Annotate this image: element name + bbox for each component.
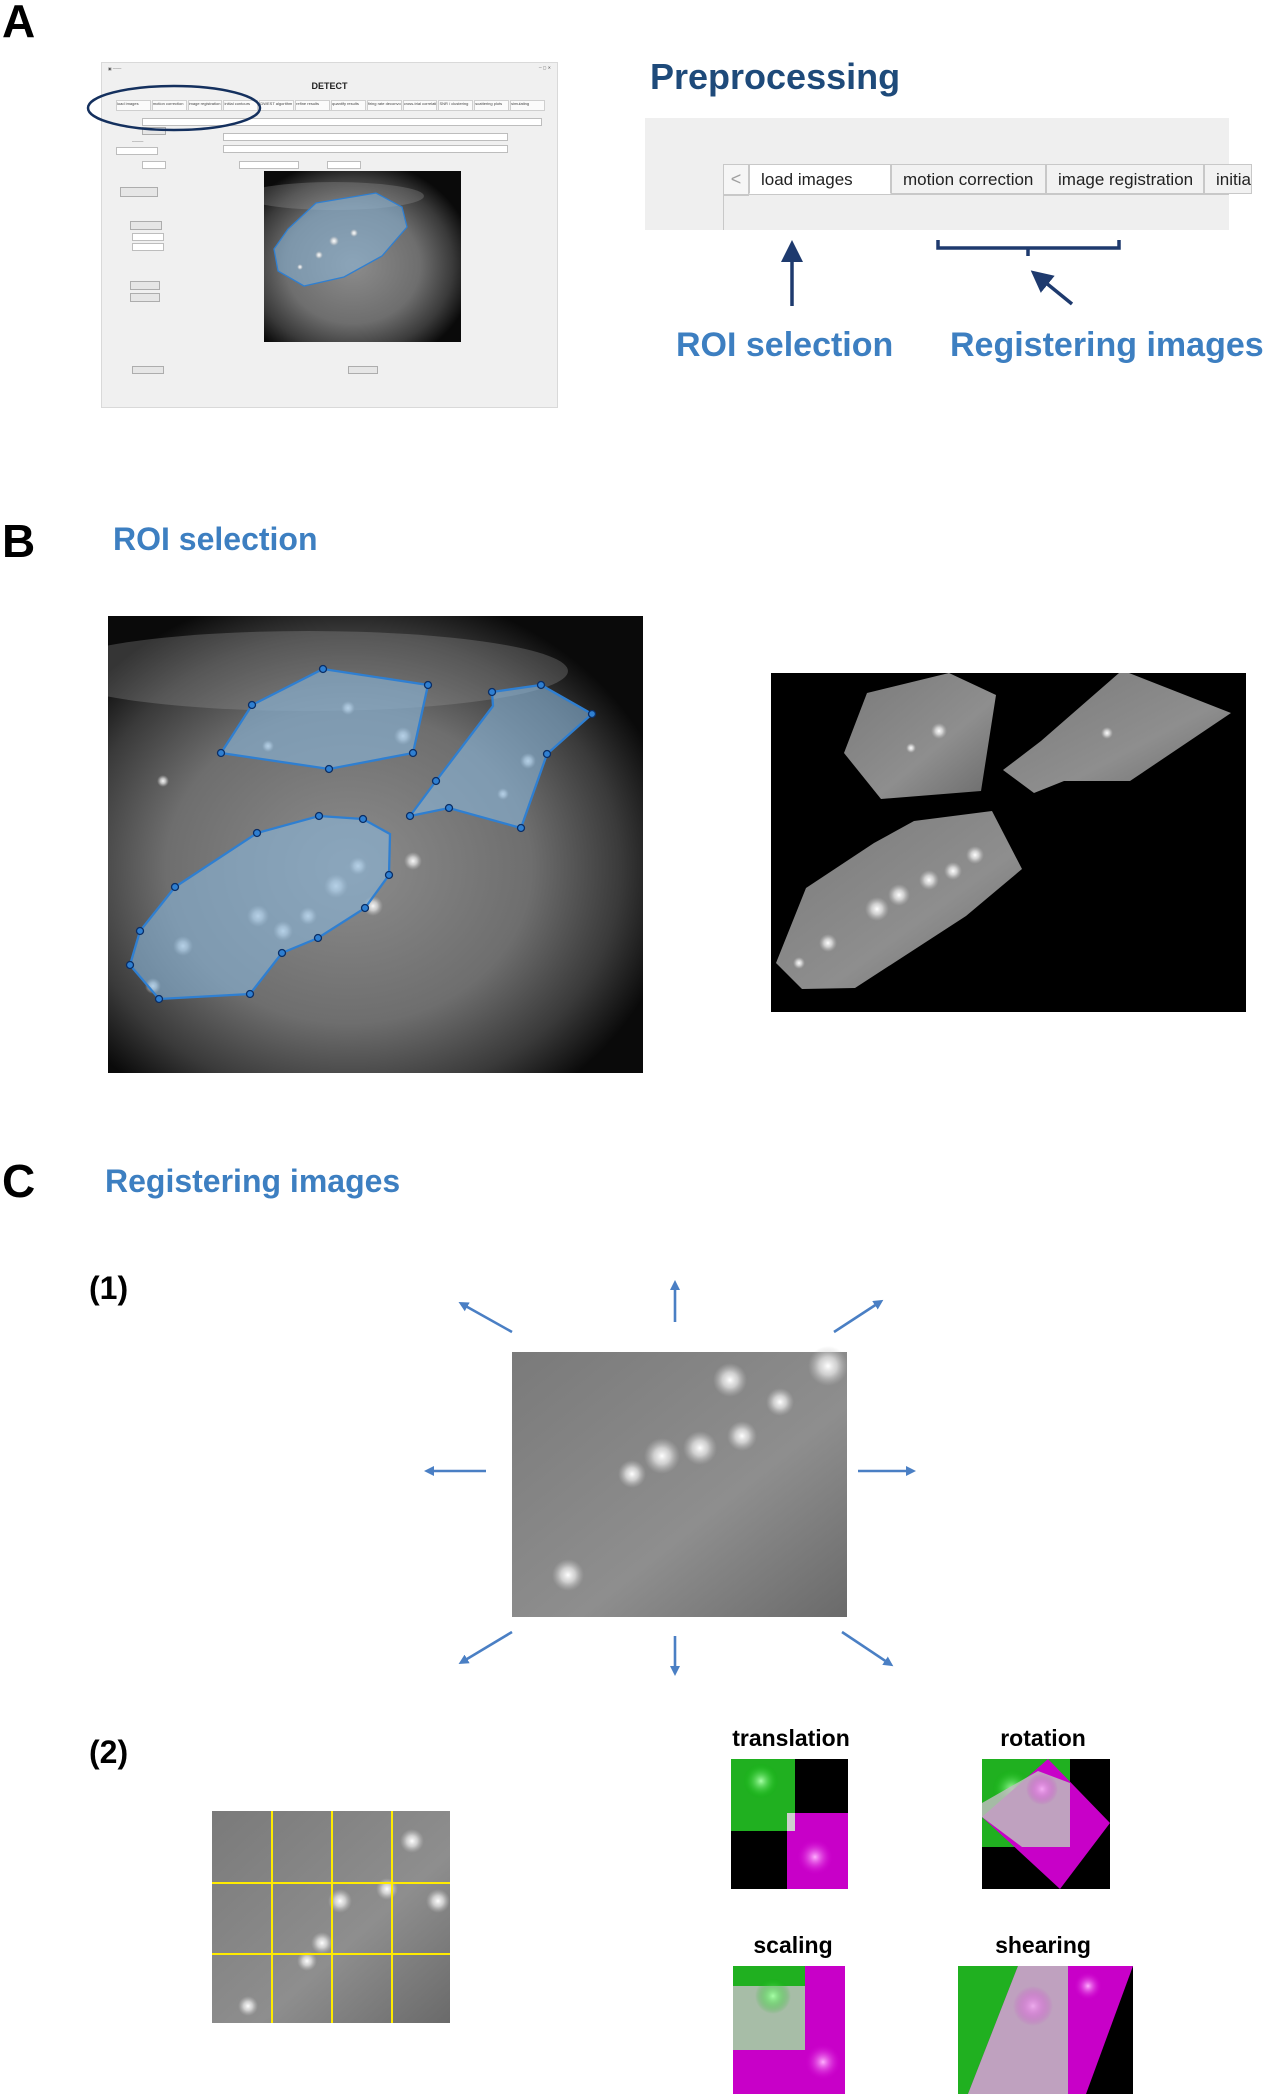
gui-tab: DWEST algorithm xyxy=(259,100,295,111)
arrow-down-left-icon xyxy=(458,1630,513,1665)
gui-path-field xyxy=(142,118,542,126)
translation-overlay xyxy=(731,1759,848,1889)
preprocessing-heading: Preprocessing xyxy=(650,56,901,97)
gui-tab: simulating xyxy=(510,100,545,111)
registering-images-label: Registering images xyxy=(950,326,1264,364)
panel-letter-b: B xyxy=(2,515,36,567)
step-2-label: (2) xyxy=(89,1734,129,1770)
transform-label-scaling: scaling xyxy=(753,1932,833,1958)
tab-initial: initial xyxy=(1204,164,1252,194)
tab-motion-correction: motion correction xyxy=(891,164,1046,194)
gui-adjust-contrast-button xyxy=(130,221,162,230)
yellow-grid-lines xyxy=(212,1811,450,2023)
rotation-overlay xyxy=(982,1759,1110,1889)
tab-content-edge xyxy=(723,194,724,230)
gui-add-roi-button xyxy=(130,281,160,290)
transform-label-rotation: rotation xyxy=(1000,1725,1086,1751)
step-1-label: (1) xyxy=(89,1270,129,1306)
masked-cell-bodies xyxy=(793,723,1113,969)
tab-image-registration: image registration xyxy=(1046,164,1204,194)
roi-polygon-bottom xyxy=(128,814,392,1001)
gui-min-field xyxy=(132,233,164,241)
gui-video-name-field xyxy=(223,133,508,141)
gui-accept-roi-button xyxy=(130,293,160,302)
arrow-up-left-icon xyxy=(458,1302,513,1334)
gui-tab: load images xyxy=(116,100,151,111)
window-title: DETECT xyxy=(311,81,348,91)
registering-bracket xyxy=(936,240,1121,256)
masked-roi-image xyxy=(771,673,1246,1012)
gui-save-button xyxy=(348,366,378,374)
gui-tab: refine results xyxy=(295,100,330,111)
gui-tab: image registration xyxy=(187,100,223,111)
gui-tab: SNR / clustering xyxy=(438,100,474,111)
roi-selection-heading: ROI selection xyxy=(113,521,318,557)
gui-tab: quantify results xyxy=(330,100,366,111)
gui-tab: firing rate deconvolution xyxy=(366,100,402,111)
scroll-left-icon: < xyxy=(723,164,749,196)
gui-frame-rate-field xyxy=(142,161,166,169)
tab-strip-zoom: < load images motion correction image re… xyxy=(645,118,1252,230)
registering-images-heading: Registering images xyxy=(105,1163,401,1199)
tab-highlight-ellipse xyxy=(86,84,262,132)
gui-image-preview xyxy=(264,171,461,342)
panel-letter-a: A xyxy=(2,0,36,47)
shearing-overlay xyxy=(958,1966,1133,2094)
transform-label-shearing: shearing xyxy=(995,1932,1091,1958)
registered-image-patch xyxy=(512,1346,848,1617)
roi-selection-label: ROI selection xyxy=(676,326,894,364)
gui-tab: initial contours xyxy=(223,100,259,111)
panel-letter-c: C xyxy=(2,1155,36,1207)
gui-tab: scattering plots xyxy=(474,100,510,111)
tab-load-images: load images xyxy=(749,164,891,194)
preprocessing-annotations xyxy=(781,240,1121,306)
roi-vertices xyxy=(125,664,597,1004)
arrow-down-right-icon xyxy=(841,1630,894,1667)
gui-tab: motion correction xyxy=(151,100,187,111)
gui-folder-field xyxy=(223,145,508,153)
registering-arrow xyxy=(1030,270,1074,306)
translation-directions-figure xyxy=(424,1280,916,1676)
roi-polygon-right xyxy=(407,683,594,830)
window-icon: ▣ ─── xyxy=(108,66,122,71)
gui-load-button xyxy=(120,187,158,197)
gui-clear-button xyxy=(132,366,164,374)
transform-label-translation: translation xyxy=(732,1725,850,1751)
arrow-up-right-icon xyxy=(833,1299,884,1334)
gui-option-field xyxy=(327,161,361,169)
roi-selection-image xyxy=(108,616,643,1073)
gui-max-field xyxy=(132,243,164,251)
tab-row: < load images motion correction image re… xyxy=(723,164,1252,196)
window-controls-icon: ─ ▢ ✕ xyxy=(538,65,551,70)
gui-tab: cross-trial correlations xyxy=(402,100,438,111)
scaling-overlay xyxy=(733,1966,845,2094)
tab-baseline xyxy=(723,194,1229,195)
gui-label: ──── xyxy=(132,139,144,144)
grid-patch-image xyxy=(212,1811,450,2023)
gui-channel-field xyxy=(239,161,299,169)
gui-roi-polygon xyxy=(273,192,408,287)
gui-dropdown xyxy=(116,147,158,155)
